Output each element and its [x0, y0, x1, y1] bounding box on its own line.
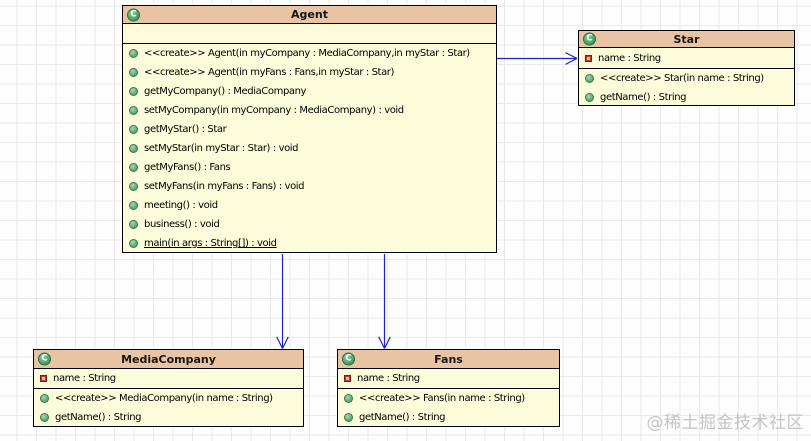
class-agent-title: Agent: [291, 8, 328, 21]
class-agent-attributes-empty: [123, 24, 496, 44]
class-star-methods: <<create>> Star(in name : String) getNam…: [579, 69, 794, 105]
class-agent-header: C Agent: [123, 6, 496, 24]
method-row-static-main: main(in args : String[]) : void: [123, 234, 496, 252]
class-icon: C: [342, 352, 355, 366]
class-mediacompany-methods: <<create>> MediaCompany(in name : String…: [34, 389, 303, 426]
method-label: setMyFans(in myFans : Fans) : void: [144, 181, 305, 192]
method-label: getMyStar() : Star: [144, 124, 227, 135]
class-agent-methods: <<create>> Agent(in myCompany : MediaCom…: [123, 44, 496, 252]
public-method-icon: [585, 93, 594, 102]
method-label: setMyStar(in myStar : Star) : void: [144, 143, 299, 154]
private-attribute-icon: [40, 375, 47, 382]
method-row: getMyFans() : Fans: [123, 158, 496, 177]
class-star-header: C Star: [579, 31, 794, 48]
public-method-icon: [40, 413, 49, 422]
class-icon: C: [38, 352, 51, 366]
method-row: setMyStar(in myStar : Star) : void: [123, 139, 496, 158]
public-method-icon: [585, 74, 594, 83]
class-agent: C Agent <<create>> Agent(in myCompany : …: [122, 5, 497, 253]
method-row: <<create>> Fans(in name : String): [338, 389, 559, 408]
method-label: <<create>> Star(in name : String): [600, 73, 764, 84]
public-method-icon: [129, 68, 138, 77]
method-label: main(in args : String[]) : void: [144, 238, 277, 249]
class-fans-header: C Fans: [338, 350, 559, 369]
method-row: setMyFans(in myFans : Fans) : void: [123, 177, 496, 196]
method-row: getMyStar() : Star: [123, 120, 496, 139]
method-label: business() : void: [144, 219, 220, 230]
class-fans-attributes: name : String: [338, 369, 559, 389]
attribute-row: name : String: [338, 369, 559, 388]
method-row: business() : void: [123, 215, 496, 234]
method-label: getMyFans() : Fans: [144, 162, 231, 173]
watermark-text: @稀土掘金技术社区: [646, 413, 804, 433]
method-label: <<create>> Agent(in myFans : Fans,in myS…: [144, 67, 395, 78]
class-mediacompany-header: C MediaCompany: [34, 350, 303, 369]
method-row: getName() : String: [579, 88, 794, 105]
public-method-icon: [129, 239, 138, 248]
method-row: <<create>> MediaCompany(in name : String…: [34, 389, 303, 408]
method-label: getName() : String: [359, 412, 446, 423]
method-label: meeting() : void: [144, 200, 218, 211]
class-fans: C Fans name : String <<create>> Fans(in …: [337, 349, 560, 427]
attribute-row: name : String: [34, 369, 303, 388]
class-mediacompany-attributes: name : String: [34, 369, 303, 389]
method-label: setMyCompany(in myCompany : MediaCompany…: [144, 105, 404, 116]
method-row: getName() : String: [338, 408, 559, 426]
public-method-icon: [344, 413, 353, 422]
class-icon: C: [583, 32, 596, 46]
class-star: C Star name : String <<create>> Star(in …: [578, 30, 795, 106]
private-attribute-icon: [344, 375, 351, 382]
association-agent-fans-arrow: [378, 254, 391, 349]
public-method-icon: [129, 201, 138, 210]
public-method-icon: [344, 394, 353, 403]
method-label: <<create>> MediaCompany(in name : String…: [55, 393, 273, 404]
method-label: getMyCompany() : MediaCompany: [144, 86, 307, 97]
class-icon: C: [127, 8, 140, 21]
method-label: getName() : String: [55, 412, 142, 423]
method-row: <<create>> Star(in name : String): [579, 69, 794, 88]
class-fans-title: Fans: [434, 352, 463, 366]
class-mediacompany: C MediaCompany name : String <<create>> …: [33, 349, 304, 427]
method-row: getName() : String: [34, 408, 303, 426]
method-row: meeting() : void: [123, 196, 496, 215]
public-method-icon: [129, 182, 138, 191]
public-method-icon: [129, 106, 138, 115]
class-fans-methods: <<create>> Fans(in name : String) getNam…: [338, 389, 559, 426]
method-label: <<create>> Agent(in myCompany : MediaCom…: [144, 48, 470, 59]
method-label: <<create>> Fans(in name : String): [359, 393, 525, 404]
public-method-icon: [129, 163, 138, 172]
attribute-label: name : String: [357, 373, 420, 384]
method-row: <<create>> Agent(in myFans : Fans,in myS…: [123, 63, 496, 82]
association-agent-mediacompany-arrow: [276, 254, 289, 349]
private-attribute-icon: [585, 54, 592, 62]
method-row: <<create>> Agent(in myCompany : MediaCom…: [123, 44, 496, 63]
attribute-label: name : String: [598, 52, 661, 64]
association-agent-star-arrow: [497, 52, 578, 65]
class-star-attributes: name : String: [579, 48, 794, 69]
class-mediacompany-title: MediaCompany: [121, 352, 216, 366]
public-method-icon: [129, 144, 138, 153]
public-method-icon: [129, 87, 138, 96]
method-label: getName() : String: [600, 92, 687, 103]
public-method-icon: [129, 220, 138, 229]
method-row: setMyCompany(in myCompany : MediaCompany…: [123, 101, 496, 120]
method-row: getMyCompany() : MediaCompany: [123, 82, 496, 101]
public-method-icon: [40, 394, 49, 403]
attribute-label: name : String: [53, 373, 116, 384]
public-method-icon: [129, 125, 138, 134]
public-method-icon: [129, 49, 138, 58]
attribute-row: name : String: [579, 49, 794, 68]
class-star-title: Star: [673, 32, 700, 46]
